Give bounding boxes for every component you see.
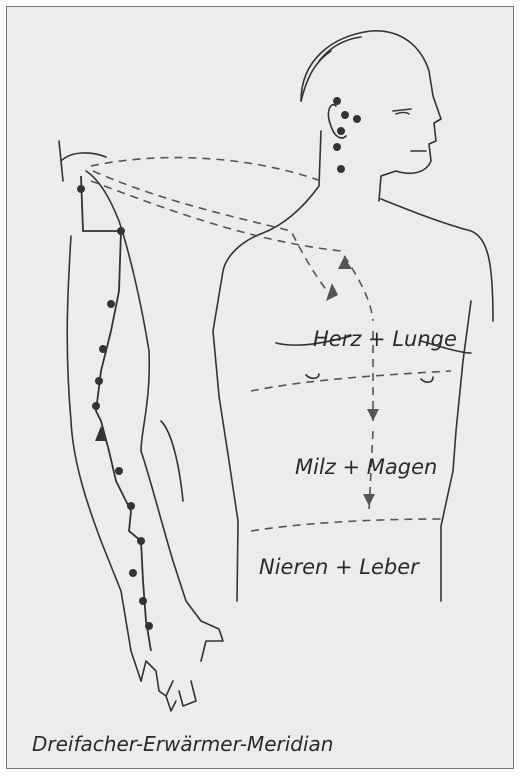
region-label-middle: Milz + Magen <box>295 455 437 479</box>
eye <box>393 109 411 114</box>
shoulder-right <box>381 199 493 321</box>
meridian-points <box>77 97 361 630</box>
caption: Dreifacher-Erwärmer-Meridian <box>32 732 333 756</box>
shoulder-top <box>61 153 106 161</box>
region-label-lower: Nieren + Leber <box>259 555 419 579</box>
nipple-right <box>421 377 433 382</box>
arm-outer <box>59 141 141 681</box>
torso-left <box>219 396 238 601</box>
nipple-left <box>306 374 319 378</box>
arm-elbow <box>161 421 183 501</box>
diagram-frame: Herz + Lunge Milz + Magen Nieren + Leber <box>6 6 514 769</box>
hair <box>301 37 361 101</box>
arm-inner <box>86 171 223 661</box>
body-illustration <box>7 7 515 770</box>
region-label-upper: Herz + Lunge <box>313 327 457 351</box>
hand-fingers <box>141 661 196 711</box>
neck-back <box>213 131 321 396</box>
